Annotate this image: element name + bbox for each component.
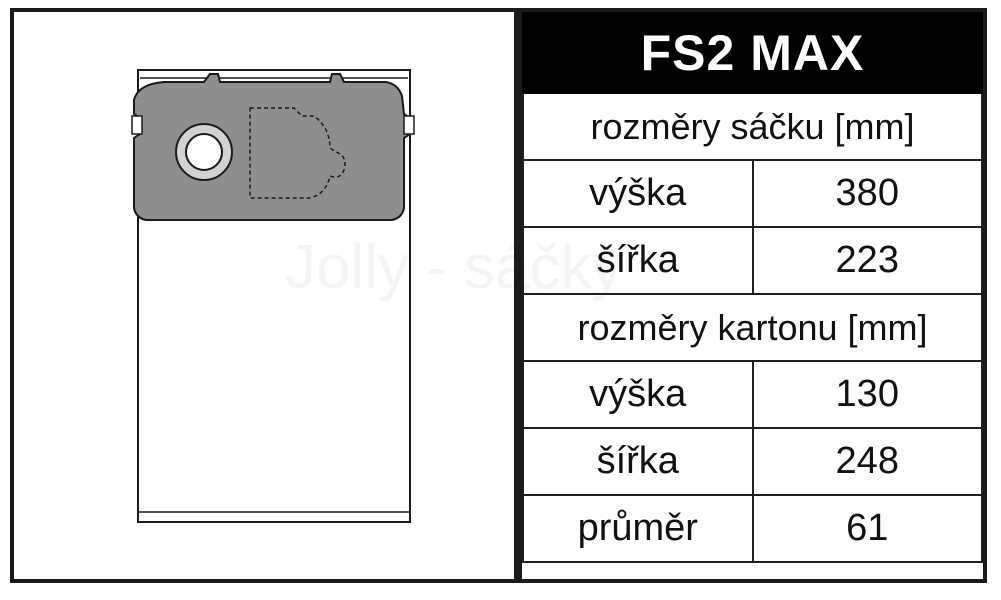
plate-right-notch — [403, 115, 415, 135]
closing-flap-outline — [249, 107, 346, 199]
bag-width-label: šířka — [522, 226, 754, 295]
carton-diameter-label: průměr — [522, 494, 754, 563]
table-row: výška 380 — [522, 159, 983, 228]
carton-width-value: 248 — [751, 427, 983, 496]
carton-width-label: šířka — [522, 427, 754, 496]
carton-diameter-value: 61 — [751, 494, 983, 563]
table-row: šířka 223 — [522, 226, 983, 295]
bag-height-value: 380 — [751, 159, 983, 228]
plate-left-notch — [131, 115, 143, 135]
inlet-hole — [185, 133, 223, 171]
table-row: průměr 61 — [522, 494, 983, 563]
panel-divider — [514, 8, 522, 583]
carton-dimensions-header: rozměry kartonu [mm] — [522, 293, 983, 362]
carton-dimensions-header-row: rozměry kartonu [mm] — [522, 293, 983, 362]
bag-dimensions-header: rozměry sáčku [mm] — [522, 92, 983, 161]
bag-dimensions-header-row: rozměry sáčku [mm] — [522, 92, 983, 161]
carton-height-label: výška — [522, 360, 754, 429]
title-row: FS2 MAX — [522, 12, 983, 94]
bag-height-label: výška — [522, 159, 754, 228]
table-row: výška 130 — [522, 360, 983, 429]
carton-height-value: 130 — [751, 360, 983, 429]
spec-table: FS2 MAX rozměry sáčku [mm] výška 380 šíř… — [522, 12, 983, 563]
product-title: FS2 MAX — [522, 12, 983, 94]
table-row: šířka 248 — [522, 427, 983, 496]
spec-panel: FS2 MAX rozměry sáčku [mm] výška 380 šíř… — [522, 12, 983, 579]
bag-width-value: 223 — [751, 226, 983, 295]
product-card-frame — [10, 8, 987, 583]
bag-illustration-panel — [14, 12, 514, 579]
vacuum-bag-illustration — [131, 69, 415, 523]
cardboard-plate — [133, 73, 411, 221]
